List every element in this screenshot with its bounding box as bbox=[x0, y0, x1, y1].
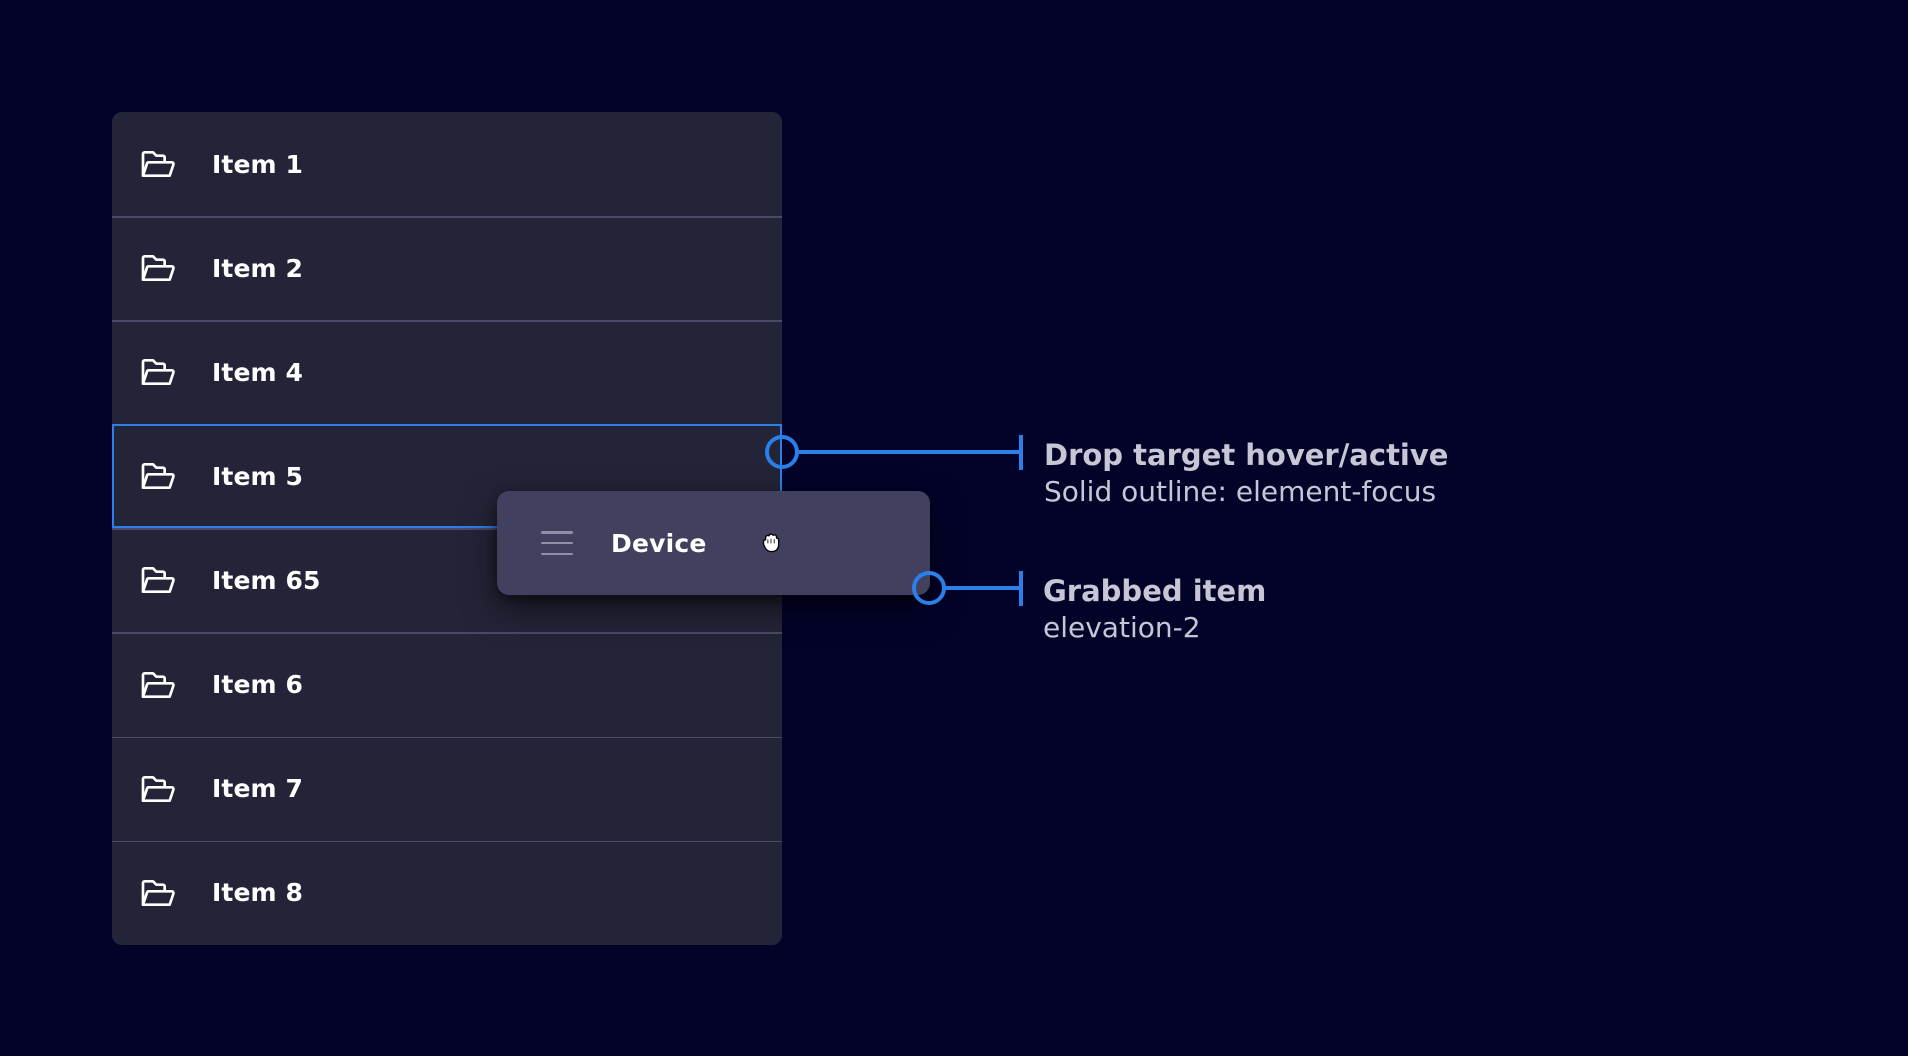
folder-open-icon bbox=[138, 144, 178, 184]
list-item-label: Item 65 bbox=[212, 565, 321, 595]
callout-title: Drop target hover/active bbox=[1044, 438, 1449, 472]
callout-grabbed-item: Grabbed item elevation-2 bbox=[1043, 573, 1266, 646]
callout-subtitle: elevation-2 bbox=[1043, 611, 1201, 645]
folder-open-icon bbox=[138, 456, 178, 496]
callout-title: Grabbed item bbox=[1043, 574, 1267, 608]
folder-open-icon bbox=[138, 873, 178, 913]
drag-handle-line bbox=[541, 552, 573, 555]
list-item-label: Item 2 bbox=[212, 253, 303, 283]
callout-subtitle: Solid outline: element-focus bbox=[1044, 475, 1437, 509]
list-item-label: Item 1 bbox=[212, 149, 303, 179]
list-item[interactable]: Item 8 bbox=[112, 840, 782, 945]
list-item[interactable]: Item 6 bbox=[112, 632, 782, 737]
callout-line-drop-target bbox=[765, 435, 1023, 470]
list-item-label: Item 8 bbox=[212, 878, 303, 908]
list-item[interactable]: Item 4 bbox=[112, 320, 782, 425]
grabbed-item-label: Device bbox=[611, 528, 707, 558]
drag-handle-line bbox=[541, 531, 573, 534]
folder-open-icon bbox=[138, 248, 178, 288]
grabbed-item-card[interactable]: Device bbox=[497, 491, 930, 595]
list-item-label: Item 4 bbox=[212, 357, 303, 387]
folder-open-icon bbox=[138, 769, 178, 809]
folder-open-icon bbox=[138, 560, 178, 600]
list-item-label: Item 5 bbox=[212, 461, 303, 491]
list-item-label: Item 6 bbox=[212, 670, 303, 700]
folder-open-icon bbox=[138, 352, 178, 392]
list-item[interactable]: Item 7 bbox=[112, 736, 782, 841]
list-item-label: Item 7 bbox=[212, 774, 303, 804]
drag-handle-line bbox=[541, 541, 573, 545]
list-item[interactable]: Item 1 bbox=[112, 112, 782, 217]
drag-handle-icon[interactable] bbox=[541, 531, 573, 555]
folder-open-icon bbox=[138, 665, 178, 705]
list-item[interactable]: Item 2 bbox=[112, 216, 782, 321]
callout-line-grabbed-item bbox=[912, 571, 1023, 606]
callout-drop-target: Drop target hover/active Solid outline: … bbox=[1044, 437, 1448, 510]
